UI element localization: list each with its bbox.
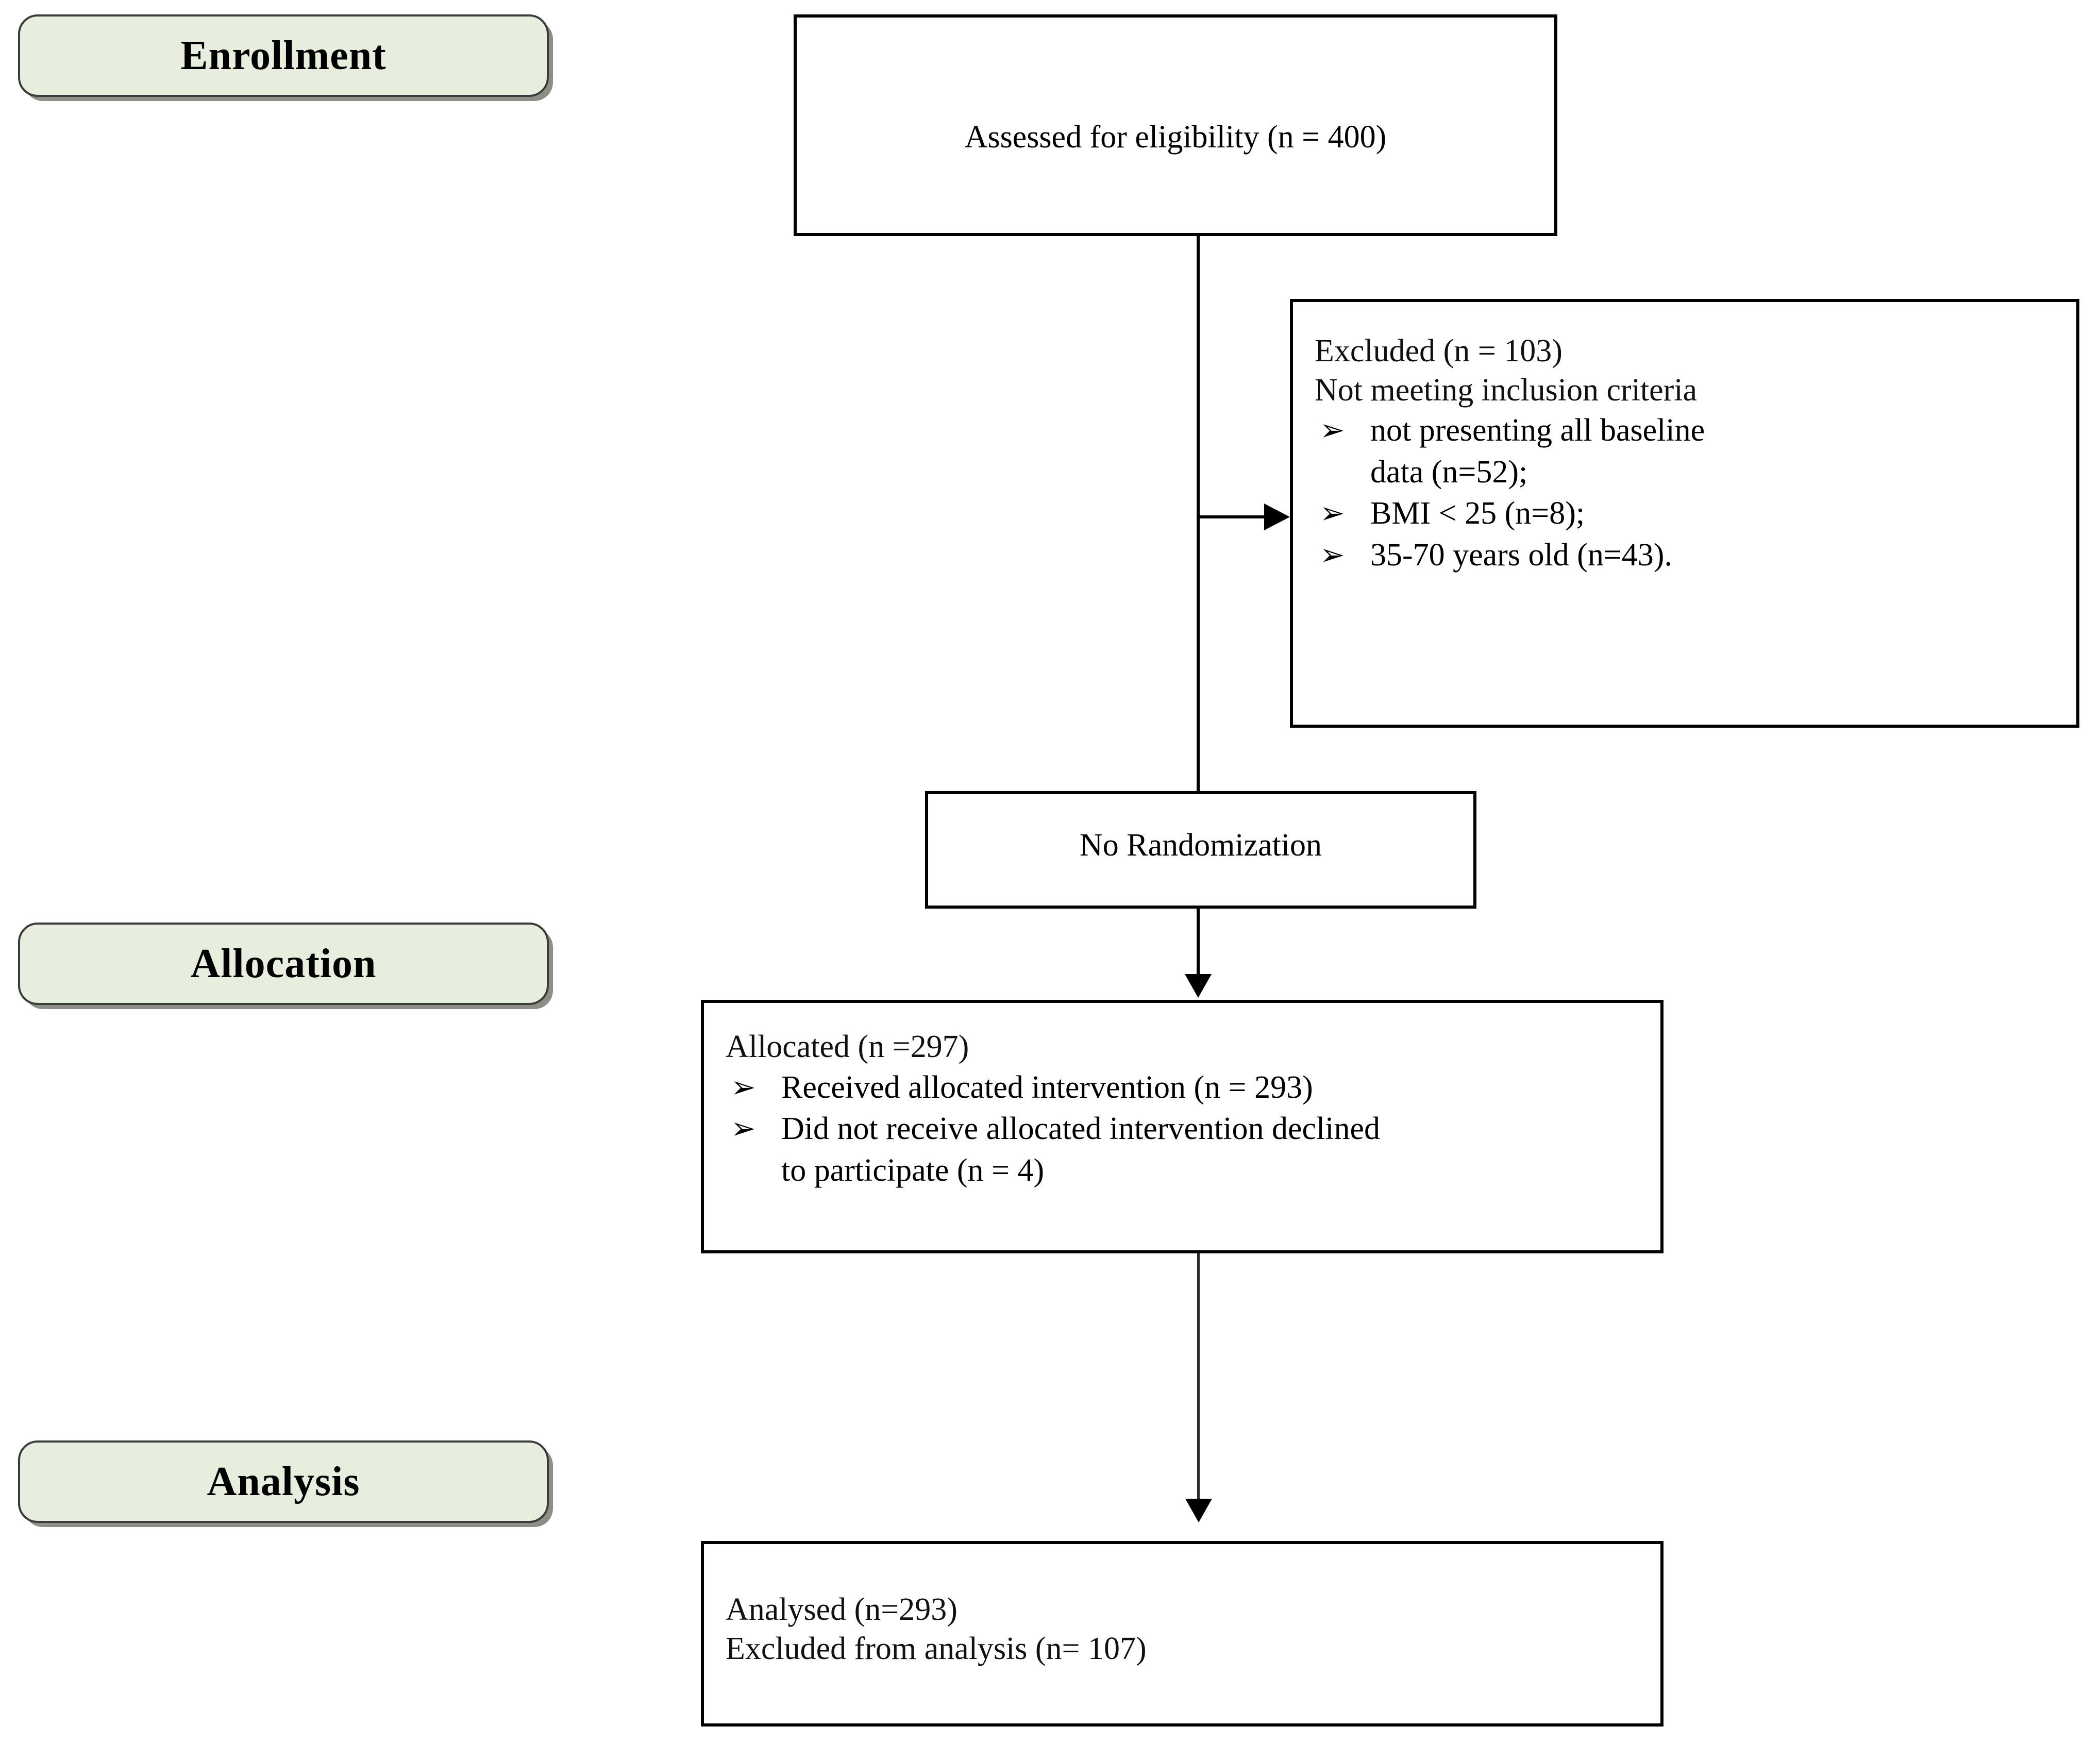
box-excluded: Excluded (n = 103) Not meeting inclusion… xyxy=(1290,299,2079,728)
connector-eligibility-down xyxy=(1197,236,1200,793)
excluded-list-item: ➢ BMI < 25 (n=8); xyxy=(1315,493,2055,534)
box-assessed-for-eligibility: Assessed for eligibility (n = 400) xyxy=(794,14,1557,236)
no-randomization-text: No Randomization xyxy=(1079,828,1322,863)
excluded-list-item: ➢ 35-70 years old (n=43). xyxy=(1315,534,2055,576)
excluded-list-item-text: BMI < 25 (n=8); xyxy=(1370,496,1585,531)
box-allocated: Allocated (n =297) ➢ Received allocated … xyxy=(701,1000,1664,1253)
bullet-arrow-icon: ➢ xyxy=(1320,538,1345,572)
connector-to-excluded-arrowhead xyxy=(1264,504,1290,530)
stage-label-analysis: Analysis xyxy=(18,1440,549,1523)
excluded-list-item-text: 35-70 years old (n=43). xyxy=(1370,538,1672,573)
stage-label-enrollment: Enrollment xyxy=(18,14,549,97)
allocated-list-item-text: Did not receive allocated intervention d… xyxy=(781,1111,1381,1147)
analysed-count-text: Analysed (n=293) xyxy=(726,1592,957,1627)
excluded-heading: Excluded (n = 103) xyxy=(1315,333,1563,368)
bullet-arrow-icon: ➢ xyxy=(731,1112,756,1146)
excluded-from-analysis-text: Excluded from analysis (n= 107) xyxy=(726,1631,1147,1666)
excluded-list-item-text: not presenting all baseline xyxy=(1370,413,1705,448)
allocated-list-item-text: Received allocated intervention (n = 293… xyxy=(781,1069,1313,1105)
box-analysed: Analysed (n=293) Excluded from analysis … xyxy=(701,1541,1664,1727)
bullet-arrow-icon: ➢ xyxy=(1320,413,1345,447)
connector-norandom-to-allocated-line xyxy=(1197,909,1200,976)
allocated-list-item-continuation: to participate (n = 4) xyxy=(781,1152,1045,1188)
connector-allocated-to-analysed-arrowhead xyxy=(1185,1499,1212,1522)
connector-allocated-to-analysed-line xyxy=(1197,1253,1200,1501)
excluded-list-item-continuation: data (n=52); xyxy=(1370,454,1528,490)
bullet-arrow-icon: ➢ xyxy=(1320,496,1345,530)
allocated-heading: Allocated (n =297) xyxy=(726,1029,969,1064)
connector-to-excluded-line xyxy=(1197,515,1266,518)
bullet-arrow-icon: ➢ xyxy=(731,1070,756,1104)
box-no-randomization: No Randomization xyxy=(925,791,1476,909)
stage-label-analysis-text: Analysis xyxy=(207,1459,360,1504)
stage-label-allocation-text: Allocation xyxy=(190,941,377,986)
allocated-list-item: ➢ Received allocated intervention (n = 2… xyxy=(726,1067,1639,1109)
stage-label-allocation: Allocation xyxy=(18,923,549,1005)
excluded-subheading: Not meeting inclusion criteria xyxy=(1315,372,1698,408)
assessed-for-eligibility-text: Assessed for eligibility (n = 400) xyxy=(964,120,1387,155)
excluded-list-item: ➢ not presenting all baseline xyxy=(1315,410,2055,451)
connector-norandom-to-allocated-arrowhead xyxy=(1185,974,1212,998)
stage-label-enrollment-text: Enrollment xyxy=(180,33,387,78)
allocated-list-item: ➢ Did not receive allocated intervention… xyxy=(726,1108,1639,1150)
